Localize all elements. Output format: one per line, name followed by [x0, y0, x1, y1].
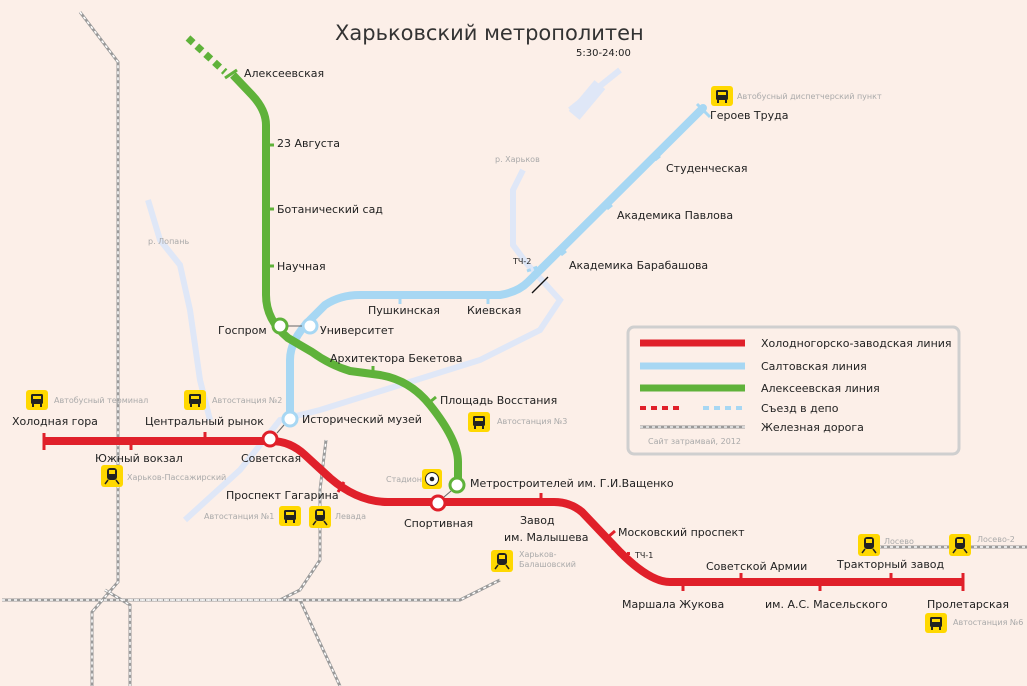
legend-blue-line: Салтовская линия: [761, 360, 867, 373]
station-marshala-zhukova[interactable]: Маршала Жукова: [622, 598, 724, 611]
station-kholodnaya-gora[interactable]: Холодная гора: [12, 415, 98, 428]
train-icon: [491, 550, 513, 572]
train-icon: [101, 465, 123, 487]
depot-tch1-label: ТЧ-1: [634, 551, 653, 560]
label-avtostantsiya-2: Автостанция №2: [212, 396, 282, 405]
green-line-stations: Алексеевская 23 Августа Ботанический сад…: [218, 67, 674, 490]
station-alekseevskaya[interactable]: Алексеевская: [244, 67, 324, 80]
river-kharkov: [182, 168, 564, 523]
station-maselskogo[interactable]: им. А.С. Масельского: [765, 598, 888, 611]
depot-bridge-mark: [531, 276, 549, 294]
bus-icons: [26, 86, 947, 633]
station-pushkinskaya[interactable]: Пушкинская: [368, 304, 440, 317]
station-tsentralny-rynok[interactable]: Центральный рынок: [145, 415, 264, 428]
bus-icon: [711, 86, 733, 106]
station-zavod-malysheva-line2: им. Малышева: [504, 531, 588, 544]
station-geroev-truda[interactable]: Героев Труда: [710, 109, 789, 122]
station-studencheskaya[interactable]: Студенческая: [666, 162, 747, 175]
bus-icon: [184, 390, 206, 410]
train-icon: [949, 534, 971, 556]
auxiliary-labels: Автобусный диспетчерский пункт Автобусны…: [54, 92, 1023, 627]
station-moskovsky-prospekt[interactable]: Московский проспект: [618, 526, 745, 539]
train-icon: [309, 506, 331, 528]
depot-tch2-label: ТЧ-2: [512, 257, 531, 266]
river-patch: [568, 80, 606, 120]
station-universitet[interactable]: Университет: [320, 324, 395, 337]
label-levada: Левада: [335, 512, 366, 521]
red-line-stations: Холодная гора Южный вокзал Центральный р…: [12, 415, 1009, 611]
label-losevo-2: Лосево-2: [977, 535, 1015, 544]
soccer-ball-icon: [422, 469, 442, 489]
transfer-link-sovetskaya: [276, 424, 285, 434]
transfers: [261, 317, 466, 512]
river-lopan: [145, 199, 213, 421]
bus-icon: [26, 390, 48, 410]
station-prospekt-gagarina[interactable]: Проспект Гагарина: [226, 489, 339, 502]
station-sovetskoy-armii[interactable]: Советской Армии: [706, 560, 807, 573]
river-kharkov-label: р. Харьков: [495, 155, 540, 164]
station-23-avgusta[interactable]: 23 Августа: [277, 137, 340, 150]
depot-tch1-mark: [627, 552, 630, 555]
legend-railway: Железная дорога: [761, 421, 864, 434]
line-green: [230, 72, 462, 485]
river-lopan-label: р. Лопань: [148, 237, 189, 246]
label-kharkov-balashovsky-line2: Балашовский: [519, 560, 576, 569]
station-nauchnaya[interactable]: Научная: [277, 260, 326, 273]
line-red: [44, 437, 963, 586]
station-zavod-malysheva[interactable]: Завод им. Малышева: [504, 514, 588, 544]
label-kharkov-balashovsky-line1: Харьков-: [519, 550, 557, 559]
station-botanichesky-sad[interactable]: Ботанический сад: [277, 203, 383, 216]
label-kharkov-balashovsky: Харьков- Балашовский: [519, 550, 576, 569]
station-ploshchad-vosstaniya[interactable]: Площадь Восстания: [440, 394, 557, 407]
station-sovetskaya[interactable]: Советская: [241, 452, 301, 465]
depot-green-dashed: [185, 35, 228, 75]
label-kharkov-passazhirsky: Харьков-Пассажирский: [127, 473, 226, 482]
legend-site: Сайт затрамвай, 2012: [648, 437, 741, 446]
bus-icon: [279, 506, 301, 526]
legend: Холодногорско-заводская линия Салтовская…: [626, 325, 961, 456]
station-kievskaya[interactable]: Киевская: [467, 304, 521, 317]
station-proletarskaya[interactable]: Пролетарская: [927, 598, 1009, 611]
tick-marks: [42, 68, 965, 591]
label-losevo: Лосево: [884, 537, 914, 546]
station-zavod-malysheva-line1: Завод: [520, 514, 555, 527]
legend-green-line: Алексеевская линия: [761, 382, 880, 395]
station-akademika-pavlova[interactable]: Академика Павлова: [617, 209, 733, 222]
bus-icon: [468, 412, 490, 432]
legend-depot: Съезд в депо: [761, 402, 839, 415]
train-icons: [101, 465, 971, 572]
label-avtostantsiya-6: Автостанция №6: [953, 618, 1023, 627]
station-metrostroiteley[interactable]: Метростроителей им. Г.И.Ващенко: [470, 477, 674, 490]
station-istorichesky-muzey[interactable]: Исторический музей: [302, 413, 422, 426]
legend-red-line: Холодногорско-заводская линия: [761, 337, 952, 350]
station-akademika-barabashova[interactable]: Академика Барабашова: [569, 259, 708, 272]
bus-icon: [925, 613, 947, 633]
label-avtobusny-terminal: Автобусный терминал: [54, 396, 148, 405]
map-title: Харьковский метрополитен: [335, 21, 644, 45]
station-yuzhny-vokzal[interactable]: Южный вокзал: [95, 452, 183, 465]
label-stadion: Стадион: [386, 475, 422, 484]
station-sportivnaya[interactable]: Спортивная: [404, 517, 473, 530]
legend-box: [626, 325, 961, 456]
operating-hours: 5:30-24:00: [576, 48, 631, 59]
station-arkhitektora-beketova[interactable]: Архитектора Бекетова: [330, 352, 462, 365]
station-traktorny-zavod[interactable]: Тракторный завод: [836, 558, 945, 571]
label-avtostantsiya-3: Автостанция №3: [497, 417, 567, 426]
blue-line-stations: Героев Труда Студенческая Академика Павл…: [302, 109, 789, 426]
station-gosprom[interactable]: Госпром: [218, 324, 267, 337]
label-avtobusny-dispetchersky: Автобусный диспетчерский пункт: [737, 92, 882, 101]
railways: [2, 11, 1027, 686]
label-avtostantsiya-1: Автостанция №1: [204, 512, 274, 521]
train-icon: [858, 534, 880, 556]
transfer-link-sportivnaya: [443, 490, 452, 498]
